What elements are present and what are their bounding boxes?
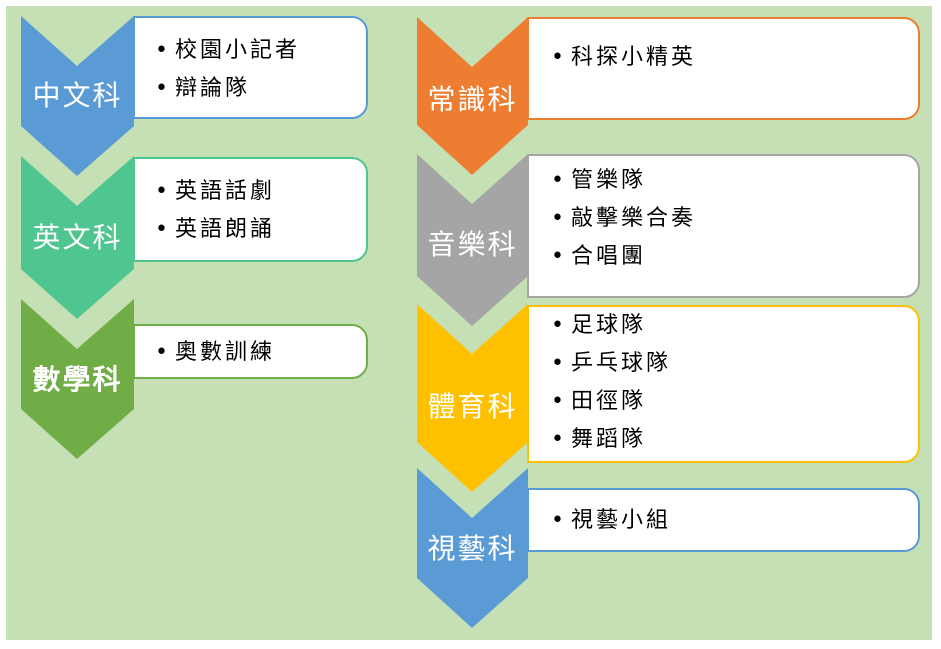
- chevron-2: 數學科: [21, 299, 134, 459]
- activity-item: •管樂隊: [551, 168, 647, 193]
- subject-label: 音樂科: [427, 228, 518, 261]
- activity-item: •英語朗誦: [155, 217, 276, 242]
- activity-item: •辯論隊: [155, 76, 251, 101]
- chevron-3: 常識科: [417, 17, 528, 175]
- activity-item: •合唱團: [551, 244, 647, 269]
- activity-list-3: •科探小精英: [549, 39, 918, 77]
- activity-box-6: •視藝小組: [527, 488, 920, 552]
- activity-box-0: •校園小記者 •辯論隊: [133, 16, 368, 119]
- activity-item: •乒乓球隊: [551, 351, 672, 376]
- chevron-5: 體育科: [417, 304, 528, 492]
- chevron-shape-0: [21, 16, 134, 176]
- chevron-shape-4: [417, 154, 528, 326]
- activity-item: •足球隊: [551, 313, 647, 338]
- chevron-shape-5: [417, 304, 528, 492]
- subject-label: 英文科: [32, 221, 123, 254]
- activity-item: •校園小記者: [155, 38, 301, 63]
- chevron-1: 英文科: [21, 156, 134, 319]
- subject-label: 中文科: [32, 79, 123, 112]
- activity-item: •科探小精英: [551, 45, 697, 70]
- activity-item: •英語話劇: [155, 179, 276, 204]
- chevron-shape-6: [417, 468, 528, 628]
- activity-item: •敲擊樂合奏: [551, 206, 697, 231]
- activity-item: •奧數訓練: [155, 340, 276, 365]
- subject-label: 常識科: [427, 83, 518, 116]
- activity-list-0: •校園小記者 •辯論隊: [153, 32, 366, 108]
- activity-list-5: •足球隊 •乒乓球隊 •田徑隊 •舞蹈隊: [549, 307, 918, 459]
- activity-box-1: •英語話劇 •英語朗誦: [133, 157, 368, 262]
- subject-label: 體育科: [427, 390, 518, 423]
- chevron-4: 音樂科: [417, 154, 528, 326]
- chevron-shape-3: [417, 17, 528, 175]
- activity-list-6: •視藝小組: [549, 502, 918, 540]
- activity-box-4: •管樂隊 •敲擊樂合奏 •合唱團: [527, 154, 920, 298]
- diagram-canvas: 中文科 •校園小記者 •辯論隊 英文科 •英語話劇 •英語朗誦 數學科 •奧數訓…: [6, 6, 932, 640]
- chevron-0: 中文科: [21, 16, 134, 176]
- activity-box-5: •足球隊 •乒乓球隊 •田徑隊 •舞蹈隊: [527, 305, 920, 463]
- chevron-shape-2: [21, 299, 134, 459]
- activity-list-2: •奧數訓練: [153, 334, 366, 372]
- activity-box-2: •奧數訓練: [133, 324, 368, 379]
- activity-box-3: •科探小精英: [527, 17, 920, 120]
- activity-item: •視藝小組: [551, 508, 672, 533]
- subject-label: 視藝科: [427, 532, 518, 565]
- activity-item: •田徑隊: [551, 389, 647, 414]
- chevron-6: 視藝科: [417, 468, 528, 628]
- activity-list-1: •英語話劇 •英語朗誦: [153, 173, 366, 249]
- chevron-shape-1: [21, 156, 134, 319]
- activity-item: •舞蹈隊: [551, 427, 647, 452]
- activity-list-4: •管樂隊 •敲擊樂合奏 •合唱團: [549, 162, 918, 276]
- subject-label: 數學科: [32, 363, 123, 396]
